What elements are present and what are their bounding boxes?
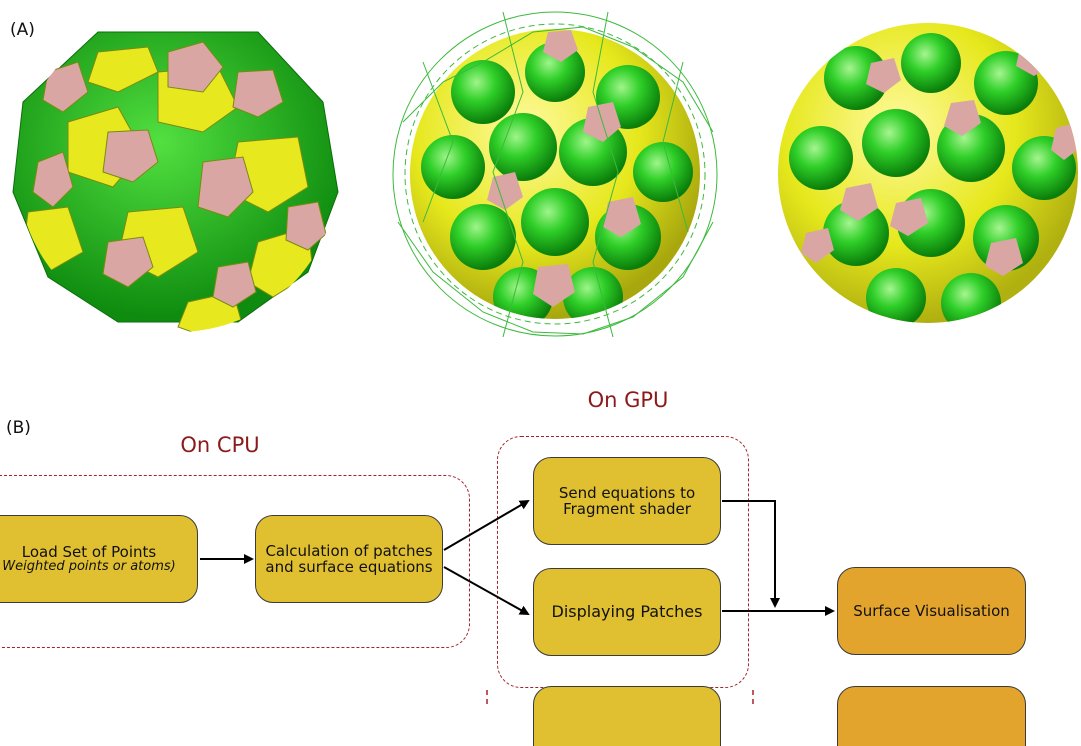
cpu-region-title: On CPU [180, 433, 260, 457]
load-points-box: Load Set of Points Weighted points or at… [0, 515, 198, 603]
displaying-patches-label: Displaying Patches [551, 602, 703, 622]
arrow-calc-to-send [443, 499, 530, 551]
load-points-title: Load Set of Points [21, 542, 157, 561]
wireframe-spheres-render [392, 11, 718, 338]
send-equations-box: Send equations to Fragment shader [533, 457, 721, 545]
panel-a-label: (A) [10, 20, 35, 40]
calc-patches-box: Calculation of patches and surface equat… [255, 515, 443, 603]
calc-patches-line2: and surface equations [265, 558, 433, 576]
displaying-patches-box: Displaying Patches [533, 568, 721, 656]
arrow-send-to-merge [722, 500, 780, 608]
smooth-surface-render [778, 23, 1078, 323]
calc-patches-line1: Calculation of patches [265, 541, 433, 560]
cpu-region [0, 475, 470, 648]
send-equations-line2: Fragment shader [563, 500, 691, 518]
flow-arrows [200, 499, 835, 704]
panel-b-label: (B) [6, 418, 31, 438]
arrow-calc-to-display [443, 566, 530, 615]
polyhedron-render [12, 31, 339, 332]
surface-visualisation-box: Surface Visualisation [837, 567, 1026, 655]
gpu-region-title: On GPU [587, 388, 669, 412]
surface-visualisation-label: Surface Visualisation [853, 601, 1010, 620]
load-points-subtitle: Weighted points or atoms) [2, 559, 176, 575]
send-equations-line1: Send equations to [558, 483, 696, 502]
